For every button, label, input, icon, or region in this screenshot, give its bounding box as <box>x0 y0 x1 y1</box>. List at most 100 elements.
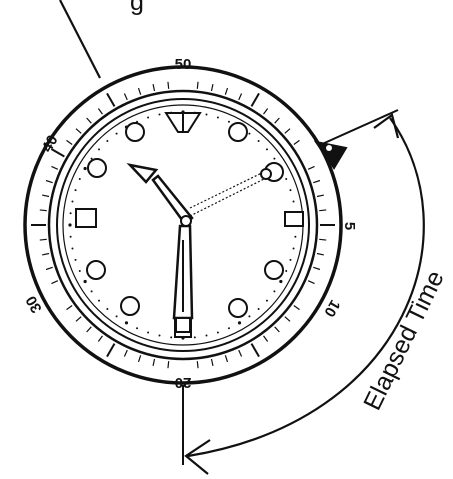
dial-dot <box>90 290 93 293</box>
dial-dot <box>193 336 196 339</box>
bezel-tick <box>307 165 315 170</box>
hour-marker-3 <box>284 211 304 227</box>
bezel-tick <box>167 361 170 369</box>
hour-marker-5 <box>228 298 248 318</box>
bezel-tick <box>123 349 128 357</box>
bezel-tick <box>86 326 92 333</box>
arc-arrowhead-bottom <box>184 439 211 475</box>
bezel-tick <box>196 81 199 89</box>
dial-dot <box>69 212 72 215</box>
dial-dot <box>71 200 74 203</box>
dial-dot <box>78 269 81 272</box>
dial-dot <box>265 148 268 151</box>
bezel-tick <box>137 355 142 363</box>
bezel-tick <box>66 305 73 311</box>
bezel-tick <box>293 139 300 145</box>
bezel-tick <box>250 343 260 358</box>
dial-dot <box>68 223 72 227</box>
bezel-tick <box>137 87 142 95</box>
dial-dot <box>273 157 276 160</box>
bezel-number-40: 40 <box>39 132 62 155</box>
elapsed-time-caption: Elapsed Time <box>358 266 450 414</box>
bezel-tick <box>307 280 315 285</box>
dial-dot <box>115 315 118 318</box>
elapsed-time-arc <box>187 117 425 458</box>
dial-dot <box>257 140 260 143</box>
bezel-tick <box>316 252 324 256</box>
dial-dot <box>292 200 295 203</box>
dial-minute-dots <box>68 110 298 340</box>
dial-dot <box>285 178 288 181</box>
bezel-number-50: 50 <box>175 56 192 73</box>
bezel-tick <box>263 108 269 115</box>
dial-dot <box>74 189 77 192</box>
bezel-tick <box>284 316 291 322</box>
bezel-tick <box>75 316 82 322</box>
dial-dot <box>289 189 292 192</box>
dial-dot <box>289 258 292 261</box>
dial-dot <box>90 157 93 160</box>
bezel-tick <box>51 280 59 285</box>
dial-dot <box>216 331 219 334</box>
bezel-tick <box>97 108 103 115</box>
dial-dot <box>237 321 242 325</box>
dial-dot <box>227 120 230 123</box>
dial-dot <box>98 148 101 151</box>
dial-dot <box>115 132 118 135</box>
dial-dot <box>136 327 139 330</box>
dial-dot <box>158 113 161 116</box>
dial-dot <box>78 178 81 181</box>
bezel-number-10: 10 <box>320 297 343 320</box>
bezel-tick <box>224 355 229 363</box>
dial-dot <box>74 258 77 261</box>
dial-dot <box>279 279 283 284</box>
arc-arrowhead-top <box>373 113 400 139</box>
bezel-tick <box>45 266 53 271</box>
bezel-tick <box>167 81 170 89</box>
dial-dot <box>216 116 219 119</box>
dial-dot <box>71 247 74 250</box>
bezel-tick <box>210 84 214 92</box>
dial-dot <box>158 334 161 337</box>
bezel-tick <box>39 209 47 212</box>
bezel-tick <box>319 209 327 212</box>
minute-hand <box>172 224 194 333</box>
bezel-tick <box>238 349 243 357</box>
bezel-number-5: 5 <box>341 222 358 230</box>
center-pin <box>180 215 192 227</box>
bezel-inner-ring <box>47 89 319 361</box>
hour-hand <box>126 163 194 226</box>
hour-marker-9 <box>75 208 97 228</box>
dial-dot <box>248 315 251 318</box>
dial-dot <box>98 299 101 302</box>
bezel-tick <box>50 148 65 158</box>
bezel-number-20: 20 <box>175 374 192 391</box>
dial-dot <box>124 321 129 325</box>
dial-dot <box>257 307 260 310</box>
start-reference-line <box>319 109 399 146</box>
dial-dot <box>170 336 173 339</box>
bezel-tick <box>224 87 229 95</box>
bezel-tick <box>274 326 280 333</box>
bezel-tick <box>86 117 92 124</box>
dial-dot <box>83 166 87 171</box>
bezel-tick <box>274 117 280 124</box>
bezel-tick <box>106 343 116 358</box>
bezel-tick <box>238 93 243 101</box>
bezel-tick <box>66 139 73 145</box>
bezel-tick <box>152 84 156 92</box>
bezel-tick <box>293 305 300 311</box>
hour-marker-11 <box>125 122 145 142</box>
dial-dot <box>147 116 150 119</box>
bezel-tick <box>97 335 103 342</box>
bezel-number-30: 30 <box>23 293 46 316</box>
dial-dot <box>83 279 87 284</box>
hour-marker-8 <box>86 260 106 280</box>
bezel-tick <box>196 361 199 369</box>
bezel-tick <box>106 92 116 107</box>
second-hand <box>189 168 272 217</box>
dial-dot <box>273 290 276 293</box>
dial-dot <box>69 235 72 238</box>
dial-dot <box>294 235 297 238</box>
